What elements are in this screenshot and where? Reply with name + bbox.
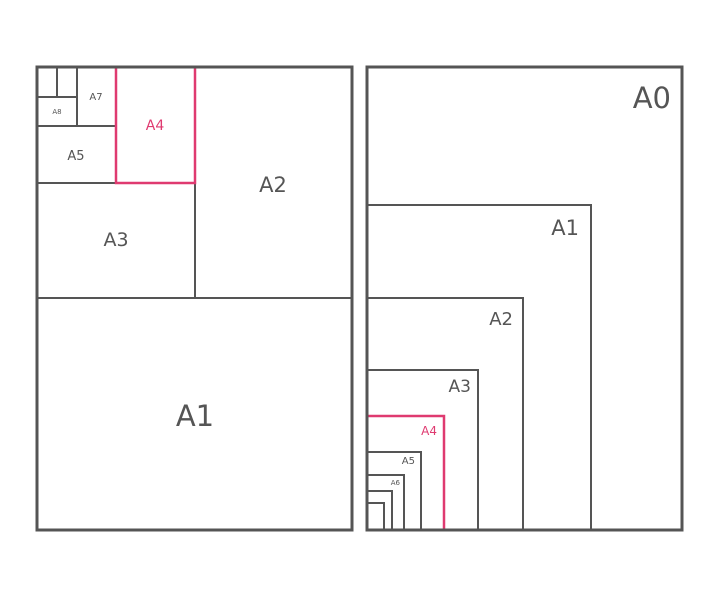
a10-sheet-2 <box>56 66 78 98</box>
label-a4: A4 <box>421 424 437 438</box>
label-a2: A2 <box>259 173 287 197</box>
a10-sheet <box>36 66 58 98</box>
label-a7: A7 <box>89 92 102 103</box>
label-a5: A5 <box>402 456 415 467</box>
label-a5: A5 <box>67 149 84 164</box>
a0-outline <box>365 65 684 532</box>
label-a2: A2 <box>489 309 513 330</box>
a0-outline <box>35 65 354 532</box>
label-a3: A3 <box>103 229 128 251</box>
label-a4: A4 <box>146 118 165 134</box>
a7-sheet <box>366 490 393 531</box>
left-diagram-subdivision: A8 A7 A5 A4 A3 A2 A1 <box>35 65 354 532</box>
label-a8: A8 <box>52 108 61 116</box>
a8-sheet <box>366 502 385 531</box>
label-a1: A1 <box>551 216 579 240</box>
label-a3: A3 <box>449 377 471 397</box>
label-a6: A6 <box>391 479 401 487</box>
label-a1: A1 <box>176 399 214 433</box>
label-a0: A0 <box>633 81 671 115</box>
right-diagram-nested: A0 A1 A2 A3 A4 A5 A6 <box>365 65 684 532</box>
